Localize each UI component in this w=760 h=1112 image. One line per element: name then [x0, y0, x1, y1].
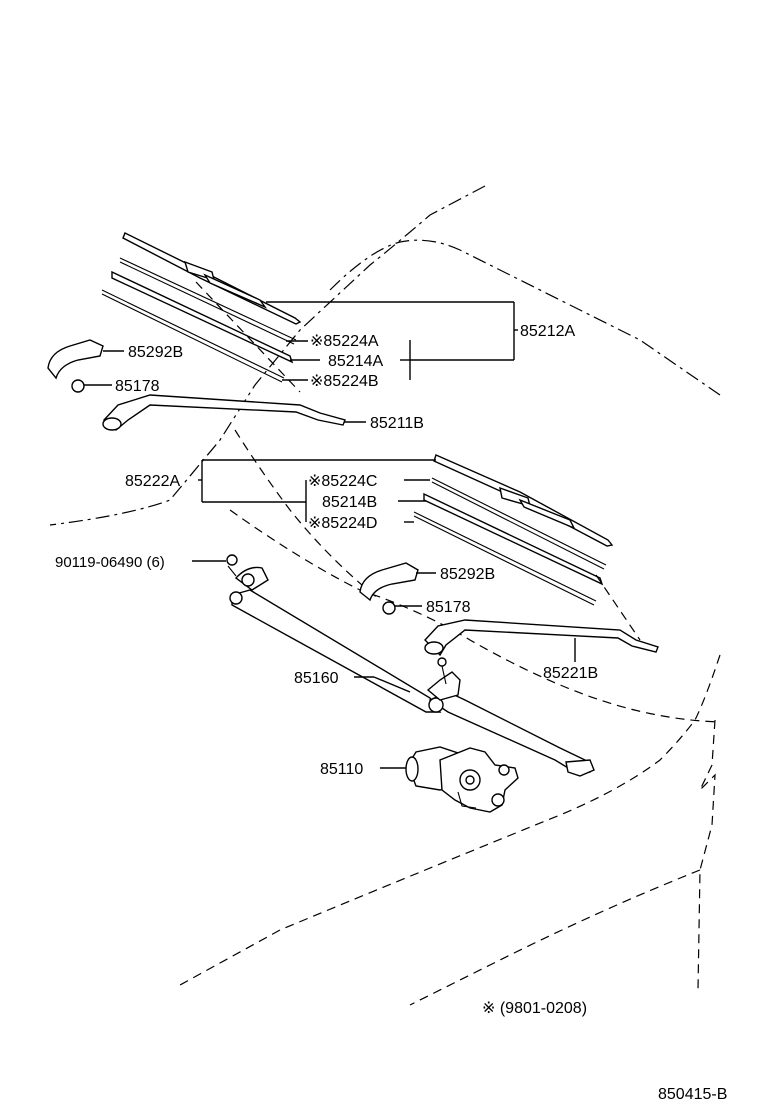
label-85160: 85160	[294, 670, 339, 687]
lower-nut-icon	[382, 601, 396, 615]
wiper-motor-icon	[405, 746, 519, 813]
label-85178-upper: 85178	[115, 378, 160, 395]
label-85110: 85110	[320, 761, 363, 778]
label-85214A: 85214A	[328, 353, 383, 370]
label-85224D: ※85224D	[308, 515, 377, 532]
lower-wiper-arm	[424, 619, 659, 657]
label-85212A: 85212A	[520, 323, 575, 340]
label-85224B: ※85224B	[310, 373, 379, 390]
label-85222A: 85222A	[125, 473, 180, 490]
lower-cover-icon	[359, 562, 419, 602]
label-85221B: 85221B	[543, 665, 598, 682]
label-85214B: 85214B	[322, 494, 377, 511]
label-85178-lower: 85178	[426, 599, 471, 616]
footnote: ※ (9801-0208)	[482, 1000, 587, 1017]
label-85224A: ※85224A	[310, 333, 379, 350]
label-85211B: 85211B	[370, 415, 424, 432]
label-85292B-upper: 85292B	[128, 344, 183, 361]
lower-blade-assembly	[413, 454, 641, 641]
sheet-code: 850415-B	[658, 1086, 727, 1103]
upper-nut-icon	[71, 379, 85, 393]
windshield-outline	[49, 185, 721, 1006]
label-85224C: ※85224C	[308, 473, 377, 490]
upper-blade-assembly	[101, 232, 302, 393]
label-90119-06490: 90119-06490 (6)	[55, 554, 165, 571]
leader-lines	[84, 301, 576, 769]
upper-wiper-arm	[102, 394, 346, 431]
label-85292B-lower: 85292B	[440, 566, 495, 583]
wiper-linkage	[229, 566, 595, 777]
bolt-icon	[226, 554, 238, 577]
upper-cover-icon	[47, 339, 104, 380]
